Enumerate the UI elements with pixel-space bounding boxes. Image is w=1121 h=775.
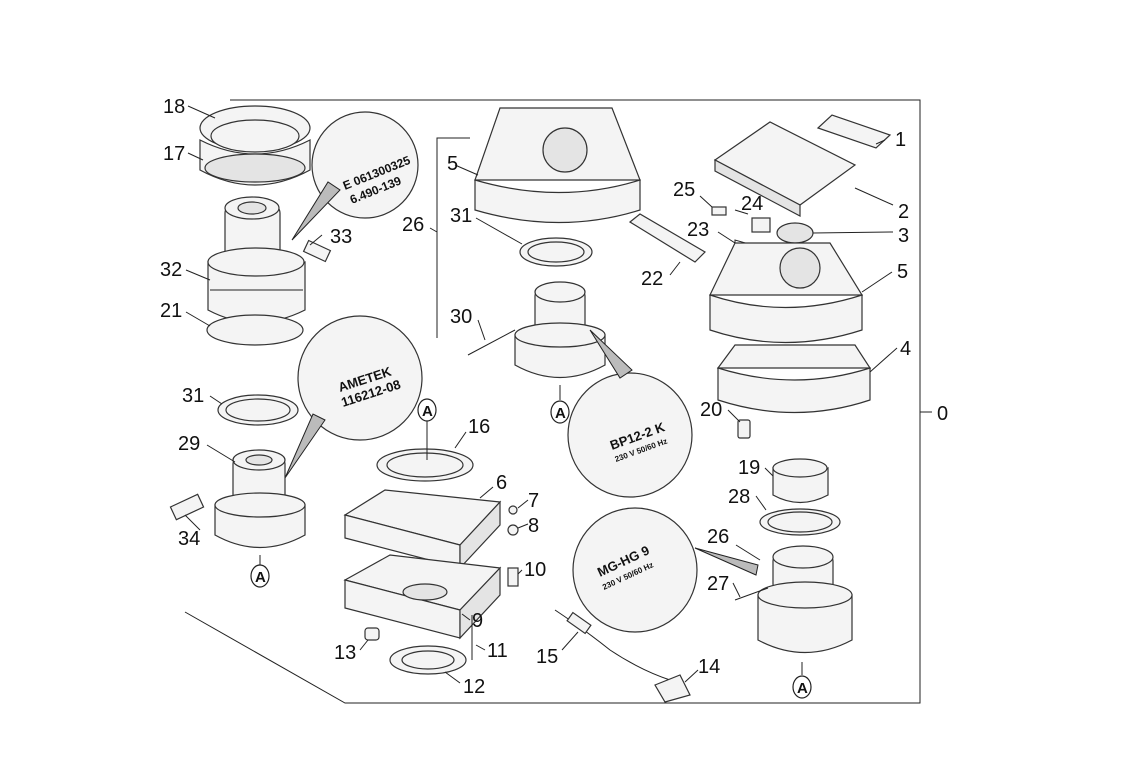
base-9 [343,554,502,640]
callout-7: 7 [528,490,539,512]
ring-31-left [217,394,299,426]
callout-4: 4 [900,338,911,360]
plug-13 [364,627,380,641]
svg-text:A: A [255,569,266,586]
ring-21 [206,314,304,346]
callout-26-right: 26 [707,526,729,548]
callout-18: 18 [163,96,185,118]
callout-17: 17 [163,143,185,165]
svg-text:A: A [422,403,433,420]
strip-1 [816,114,892,149]
bar-22 [628,213,706,263]
motor-hood-5-right [709,242,864,344]
part-25 [711,206,727,216]
cover-2 [713,121,857,217]
housing-17 [199,139,311,186]
callout-28: 28 [728,486,750,508]
motor-32 [207,196,306,323]
svg-text:A: A [797,680,808,697]
callout-16: 16 [468,416,490,438]
motor-29 [214,449,306,549]
callout-numbers: 0 1 2 3 4 5 5 6 7 8 9 10 11 12 13 14 15 … [160,96,948,698]
cable-30 [467,329,516,356]
callout-30: 30 [450,306,472,328]
callout-14: 14 [698,656,720,678]
terminal-24 [751,217,771,233]
plug-20 [737,419,751,439]
zoom-circle-3 [567,329,693,498]
callout-6: 6 [496,472,507,494]
assembly-frame [184,99,932,704]
callout-8: 8 [528,515,539,537]
callout-2: 2 [898,201,909,223]
leader-lines [184,105,898,684]
callout-1: 1 [895,129,906,151]
callout-27: 27 [707,573,729,595]
zoom-circle-2 [284,315,423,479]
callout-26-center: 26 [402,214,424,236]
sleeve-19 [772,458,829,504]
callout-33: 33 [330,226,352,248]
callout-12: 12 [463,676,485,698]
callout-31-center: 31 [450,205,472,227]
pad-3 [776,222,814,244]
cable-15 [554,609,671,681]
callout-24: 24 [741,193,763,215]
callout-13: 13 [334,642,356,664]
callout-15: 15 [536,646,558,668]
detail-marker-a-2: A [550,385,570,424]
callout-29: 29 [178,433,200,455]
callout-23: 23 [687,219,709,241]
zoom-circle-4 [572,507,759,633]
callout-32: 32 [160,259,182,281]
inner-bracket [436,137,470,338]
motor-center [514,281,606,379]
callout-20: 20 [700,399,722,421]
callout-10: 10 [524,559,546,581]
cable-27 [734,587,769,601]
callout-5-top: 5 [447,153,458,175]
connector-33 [302,239,332,263]
gasket-12 [389,645,467,675]
callout-3: 3 [898,225,909,247]
detail-marker-a-3: A [250,555,270,588]
callout-22: 22 [641,268,663,290]
base-housing-4 [716,344,872,414]
callout-5-right: 5 [897,261,908,283]
detail-marker-a-4: A [792,662,812,699]
callout-19: 19 [738,457,760,479]
motor-right [757,545,853,653]
frame-6 [343,489,502,570]
ring-18 [199,105,311,153]
ring-28 [759,508,841,536]
svg-text:A: A [555,405,566,422]
callout-0: 0 [937,403,948,425]
callout-34: 34 [178,528,200,550]
small-parts-7-8-10 [507,505,519,587]
connector-34 [169,493,205,521]
strain-relief-14 [654,674,691,703]
callout-9: 9 [472,610,483,632]
detail-marker-a-1: A [417,398,437,460]
callout-31-left: 31 [182,385,204,407]
ring-31-center [519,237,593,267]
zoom-circle-1 [291,111,419,241]
callout-25: 25 [673,179,695,201]
ring-16 [376,448,474,482]
motor-hood-5-top [474,107,641,224]
callout-21: 21 [160,300,182,322]
callout-11: 11 [487,640,508,662]
